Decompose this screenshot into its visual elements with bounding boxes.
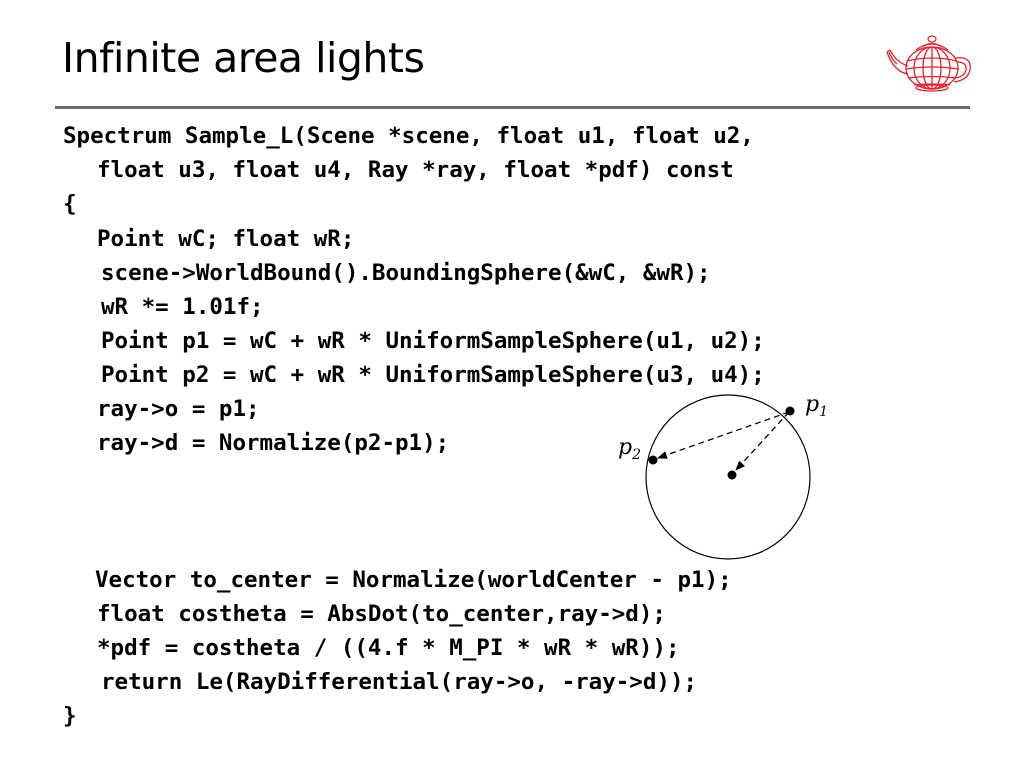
teapot-icon xyxy=(886,35,971,92)
code-line-7: Point p1 = wC + wR * UniformSampleSphere… xyxy=(101,328,765,354)
code-line-8: Point p2 = wC + wR * UniformSampleSphere… xyxy=(101,362,765,388)
label-p2-sub: 2 xyxy=(631,447,641,463)
sphere-sampling-diagram: p1 p2 xyxy=(618,392,828,560)
sphere-center-point xyxy=(727,470,737,480)
bounding-sphere-circle xyxy=(645,394,811,560)
code-line-10: ray->d = Normalize(p2-p1); xyxy=(97,430,450,456)
code-line-1: Spectrum Sample_L(Scene *scene, float u1… xyxy=(63,123,754,149)
code-line-5: scene->WorldBound().BoundingSphere(&wC, … xyxy=(101,260,711,286)
code-line-12: float costheta = AbsDot(to_center,ray->d… xyxy=(97,601,666,627)
p1-to-p2-arrow xyxy=(657,411,790,459)
code-line-14: return Le(RayDifferential(ray->o, -ray->… xyxy=(101,669,698,695)
label-p1-base: p xyxy=(805,392,819,417)
point-p1 xyxy=(785,406,795,416)
label-p2: p2 xyxy=(618,435,641,463)
label-p1-sub: 1 xyxy=(819,404,828,420)
point-p2 xyxy=(648,455,658,465)
code-line-3: { xyxy=(63,191,77,217)
code-line-11: Vector to_center = Normalize(worldCenter… xyxy=(95,567,732,593)
code-line-4: Point wC; float wR; xyxy=(97,226,355,252)
label-p2-base: p xyxy=(618,435,632,460)
slide-title: Infinite area lights xyxy=(62,34,425,82)
code-line-6: wR *= 1.01f; xyxy=(101,294,264,320)
code-line-9: ray->o = p1; xyxy=(97,396,260,422)
code-line-13: *pdf = costheta / ((4.f * M_PI * wR * wR… xyxy=(97,635,680,661)
title-divider xyxy=(55,106,970,109)
code-line-15: } xyxy=(63,703,77,729)
p1-to-center-arrow xyxy=(735,411,790,471)
label-p1: p1 xyxy=(805,392,828,420)
code-line-2: float u3, float u4, Ray *ray, float *pdf… xyxy=(97,157,734,183)
